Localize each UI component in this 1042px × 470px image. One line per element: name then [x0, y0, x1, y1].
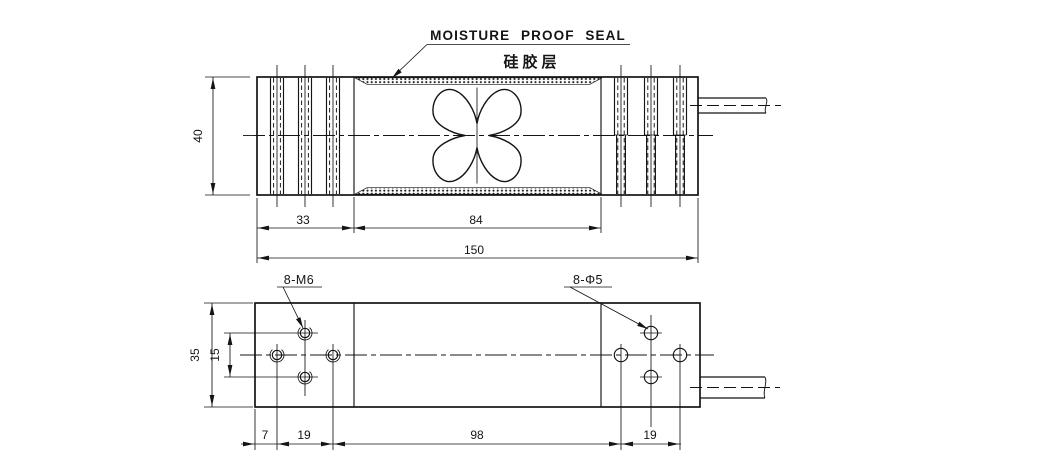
seal-leader-arrow	[392, 68, 402, 78]
phi5-callout: 8-Φ5	[564, 273, 649, 330]
plan-view-dimensions: 35 15 7 19 98 19	[188, 302, 681, 447]
side-view-body	[256, 76, 699, 196]
left-hole-columns	[269, 65, 341, 207]
dim-span-98: 98	[470, 428, 484, 442]
seal-band-bottom	[354, 187, 603, 195]
dim-left-33: 33	[296, 213, 310, 227]
m6-holes	[269, 325, 341, 385]
end-block-boundaries	[353, 77, 602, 195]
dim-center-84: 84	[469, 213, 483, 227]
cable-side-view	[690, 97, 781, 136]
phi5-holes	[613, 325, 688, 385]
plan-view	[224, 302, 780, 450]
clover-cutout	[432, 87, 522, 184]
side-view	[243, 65, 781, 207]
hole-center-lines	[254, 315, 681, 450]
hole-row-lines	[224, 332, 662, 378]
m6-callout-label: 8-M6	[284, 273, 314, 287]
dim-rows-15: 15	[208, 348, 222, 362]
dim-total-150: 150	[464, 243, 484, 257]
dim-edge-7: 7	[262, 428, 269, 442]
seal-callout: MOISTURE PROOF SEAL 硅胶层	[391, 28, 630, 79]
seal-band-top	[354, 77, 603, 85]
phi5-callout-label: 8-Φ5	[573, 273, 603, 287]
dim-width-35: 35	[188, 348, 202, 362]
seal-label-cn: 硅胶层	[503, 53, 560, 71]
right-hole-columns	[613, 65, 688, 207]
cable-plan-view	[690, 376, 780, 399]
dim-pitch-right-19: 19	[643, 428, 657, 442]
seal-label-en: MOISTURE PROOF SEAL	[430, 28, 626, 43]
side-view-dimensions: 40 33 84 150	[191, 76, 699, 263]
dim-pitch-left-19: 19	[297, 428, 311, 442]
phi5-leader-arrow	[637, 321, 648, 329]
m6-callout: 8-M6	[277, 273, 322, 329]
m6-leader-arrow	[296, 317, 303, 328]
dim-height-40: 40	[191, 129, 205, 143]
